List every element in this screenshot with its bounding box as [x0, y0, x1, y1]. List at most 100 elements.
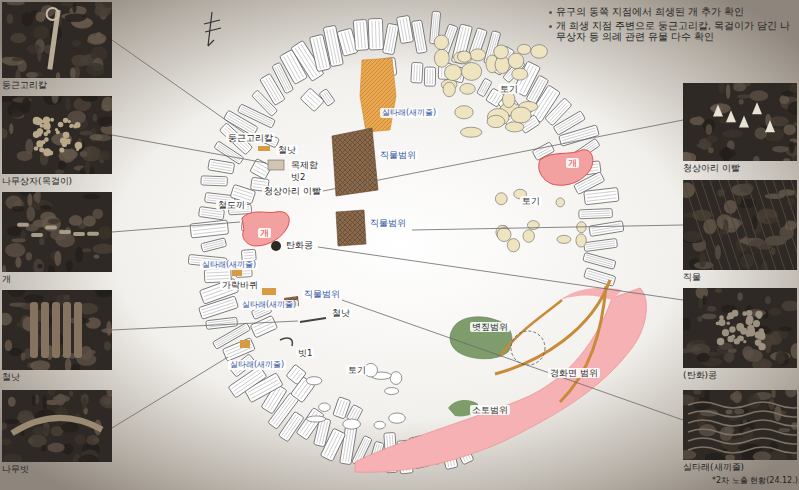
pebble: [460, 127, 481, 137]
photo-card: 둥근고리칼: [2, 2, 112, 93]
photo-card: 철낫: [2, 290, 112, 385]
feature-label: 토기: [498, 84, 520, 94]
feature-label: 철도끼: [216, 200, 247, 210]
photo-caption: 둥근고리칼: [2, 78, 112, 91]
stone: [368, 18, 383, 50]
photo: [2, 390, 112, 462]
photo-caption: 나무상자(목걸이): [2, 174, 112, 187]
photo: [2, 290, 112, 370]
photo: [683, 390, 797, 460]
pebble: [557, 235, 571, 243]
feature-label: 실타래(새끼줄): [380, 108, 438, 118]
stone: [343, 419, 361, 429]
pebble: [458, 51, 471, 62]
note-bullet: 개 희생 지점 주변으로 둥근고리칼, 목걸이가 담긴 나무상자 등 의례 관련…: [556, 20, 792, 43]
photo: [683, 288, 797, 368]
stone: [584, 268, 616, 286]
photo: [2, 192, 112, 272]
artifact-marker: [258, 146, 270, 151]
pebble: [507, 239, 519, 252]
pebble: [523, 230, 534, 243]
pebble: [556, 198, 564, 207]
photo-card: 나무상자(목걸이): [2, 96, 112, 189]
feature-label: 둥근고리칼: [226, 133, 275, 143]
stone: [208, 159, 235, 174]
feature-label: 청상아리 이빨: [262, 186, 323, 196]
stone: [411, 62, 423, 83]
photo-card: 나무빗: [2, 390, 112, 477]
stone: [306, 377, 322, 385]
feature-label: 토기: [520, 196, 542, 206]
stone: [300, 88, 324, 112]
thread-area: [360, 58, 396, 132]
pebble: [434, 35, 448, 50]
stone: [584, 238, 618, 251]
stone: [201, 238, 227, 252]
feature-label: 목제함: [289, 160, 320, 170]
leader-line: [412, 225, 683, 230]
leader-line: [112, 222, 240, 232]
feature-label: 소토범위: [470, 405, 510, 415]
stone: [286, 364, 306, 384]
photo-caption: 철낫: [2, 370, 112, 383]
stone: [396, 15, 413, 43]
artifact-marker: [268, 160, 284, 170]
leader-lines: [112, 40, 683, 428]
artifact-marker: [240, 340, 250, 348]
feature-label: 직물범위: [378, 150, 418, 160]
stone: [583, 252, 616, 269]
feature-label: 철낫: [330, 308, 352, 318]
feature-label: 직물범위: [368, 218, 408, 228]
feature-label: 토기: [346, 365, 368, 375]
pebble: [460, 83, 475, 94]
leader-line: [318, 120, 683, 192]
leader-line: [112, 321, 298, 330]
textile-area: [336, 210, 366, 246]
photo-caption: 실타래(새끼줄): [683, 460, 797, 473]
feature-label: 개: [566, 158, 579, 168]
stone: [190, 220, 229, 238]
feature-label: 빗1: [296, 348, 314, 358]
photo: [2, 96, 112, 174]
feature-label: 빗2: [289, 172, 307, 182]
footnote: *2차 노출 현황(24.12.): [712, 476, 798, 486]
stone: [374, 421, 385, 429]
stone: [319, 89, 335, 107]
stone: [451, 24, 472, 64]
pebble: [495, 193, 507, 205]
stone: [390, 372, 402, 385]
plan-features: [204, 12, 646, 472]
pebble: [454, 51, 473, 63]
north-arrow: [204, 12, 221, 46]
photo-card: 실타래(새끼줄): [683, 390, 797, 475]
photo: [683, 180, 797, 270]
pebble: [443, 82, 455, 97]
pebble: [444, 65, 461, 81]
feature-label: 실타래(새끼줄): [240, 300, 298, 310]
stone: [383, 23, 399, 54]
photo-card: 직물: [683, 180, 797, 285]
pebble: [517, 44, 530, 54]
feature-label: 탄화콩: [284, 240, 315, 250]
feature-label: 개: [258, 228, 271, 238]
feature-label: 철낫: [276, 145, 298, 155]
stone: [319, 403, 331, 411]
pebble: [434, 49, 449, 67]
photo: [2, 2, 112, 78]
pebble: [531, 45, 548, 59]
leader-line: [112, 40, 250, 137]
pebble: [470, 49, 486, 61]
photo-caption: 청상아리 이빨: [683, 161, 797, 174]
pebble: [576, 234, 586, 247]
photo-caption: 나무빗: [2, 462, 112, 475]
pebble: [461, 63, 481, 81]
pebble: [512, 68, 528, 80]
photo-card: (탄화)콩: [683, 288, 797, 383]
photo-caption: 직물: [683, 270, 797, 283]
photo: [683, 83, 797, 161]
stone: [340, 425, 357, 464]
stone: [306, 416, 325, 422]
pebble: [497, 228, 511, 242]
dog-remains: [539, 150, 593, 185]
stone: [584, 188, 619, 205]
